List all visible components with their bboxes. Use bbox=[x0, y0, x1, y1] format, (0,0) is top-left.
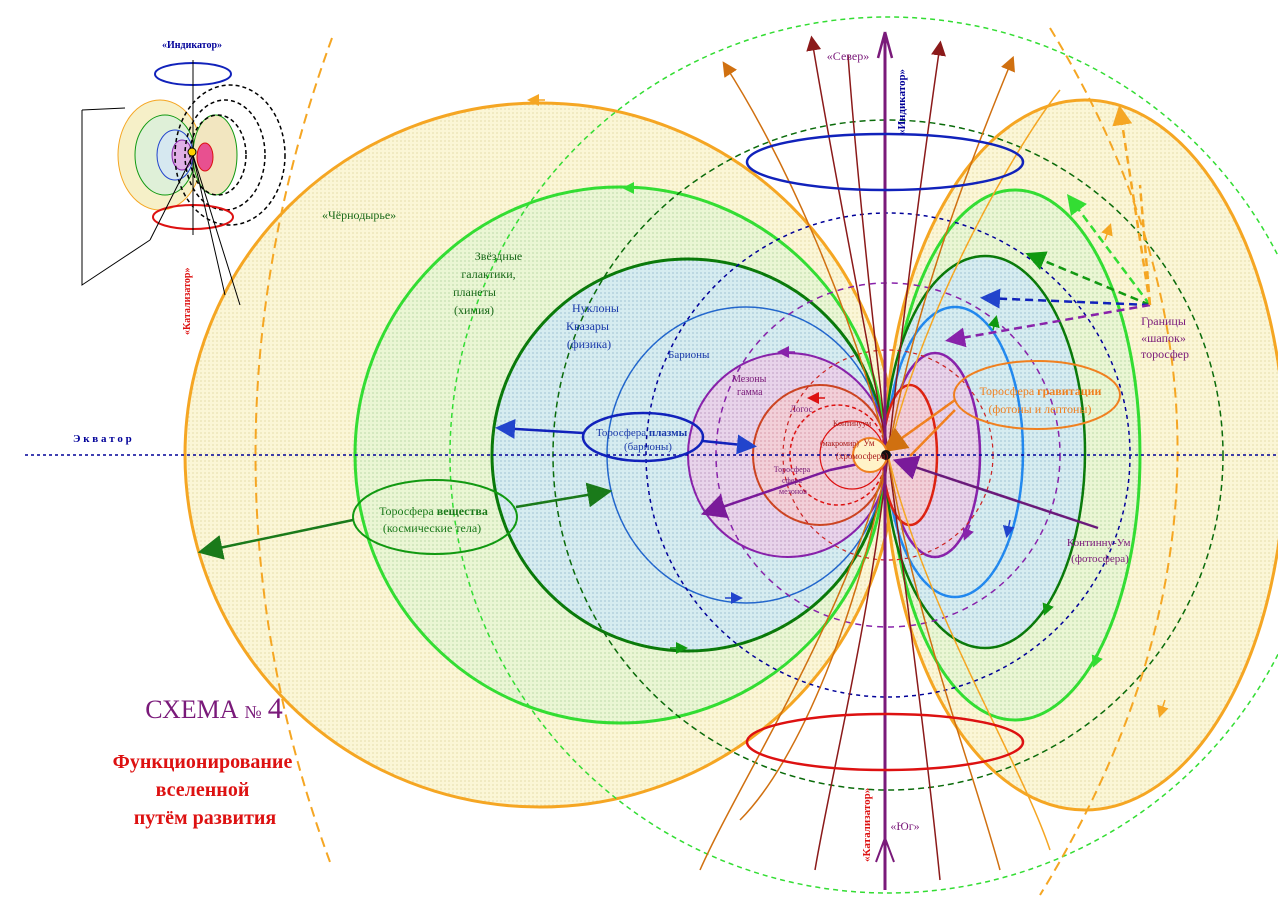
field-lines bbox=[699, 35, 1061, 881]
mesons-line-1: Мезоны bbox=[732, 374, 767, 385]
substance-oval-line-1: Торосфера вещества bbox=[379, 504, 488, 518]
north-arrowhead bbox=[876, 31, 894, 59]
plasma-oval-label: Торосфера плазмы (барионы) bbox=[596, 427, 690, 453]
logos-label: Логос bbox=[790, 404, 813, 414]
north-label: «Север» bbox=[827, 49, 869, 63]
equator-label: Э к в а т о р bbox=[73, 433, 132, 445]
kontinu-um-label: Континну-Ум (фотосфера) bbox=[1067, 537, 1133, 565]
photon-line-2: (хромосфера) bbox=[836, 451, 888, 461]
plasma-oval-line-2: (барионы) bbox=[624, 441, 672, 453]
scheme-title: СХЕМА № 4 bbox=[145, 692, 282, 725]
boundaries-line-2: «шапок» bbox=[1141, 331, 1186, 345]
kontinu-um-line-2: (фотосфера) bbox=[1071, 553, 1129, 565]
photon-label: Ум (хромосфера) bbox=[836, 438, 888, 461]
substance-oval-prefix: Торосфера bbox=[379, 504, 437, 518]
indicator-vertical-label: «Индикатор» bbox=[896, 69, 908, 135]
scheme-number-sign: № bbox=[245, 702, 262, 722]
continuum-line-2: (макромир) bbox=[820, 439, 859, 448]
torosfera-sfera-label: Торосфера сфера мезонов bbox=[774, 465, 812, 496]
boundaries-label: Границы «шапок» торосфер bbox=[1141, 314, 1189, 361]
south-label: «Юг» bbox=[890, 819, 919, 833]
kontinu-um-line-1: Континну-Ум bbox=[1067, 537, 1131, 549]
orange-dashed-arcs bbox=[254, 27, 1179, 896]
plasma-oval bbox=[581, 411, 705, 463]
scheme-word: СХЕМА bbox=[145, 695, 238, 724]
scheme-subtitle-line-2: вселенной bbox=[156, 779, 250, 801]
baryons-label: Барионы bbox=[668, 349, 710, 361]
oval-pointer-arrows bbox=[197, 398, 1099, 560]
substance-oval bbox=[352, 479, 518, 555]
scheme-subtitle-line-3: путём развития bbox=[134, 807, 277, 829]
text-labels: «Индикатор» «Катализатор» «Север» «Юг» «… bbox=[73, 40, 1189, 862]
gravitation-oval-prefix: Торосфера bbox=[980, 384, 1038, 398]
mesons-label: Мезоны гамма bbox=[732, 374, 769, 398]
torosfera-sfera-line-1: Торосфера bbox=[774, 465, 811, 474]
indicator-ring bbox=[745, 132, 1025, 192]
star-galaxies-label: Звёздные галактики, планеты (химия) bbox=[453, 249, 525, 317]
scheme-subtitle: Функционирование вселенной путём развити… bbox=[113, 751, 298, 829]
catalyst-ring bbox=[745, 712, 1025, 772]
nucleons-label: Нуклоны Квазары (физика) bbox=[566, 301, 622, 351]
catalyst-vertical-label: «Катализатор» bbox=[861, 788, 873, 862]
boundaries-line-1: Границы bbox=[1141, 314, 1186, 328]
nucleons-line-1: Нуклоны bbox=[572, 301, 619, 315]
substance-oval-bold: вещества bbox=[437, 504, 488, 518]
inset-indicator-label: «Индикатор» bbox=[162, 40, 222, 51]
center-dot bbox=[881, 450, 891, 460]
continuum-line-1: Континуум bbox=[833, 419, 871, 428]
continuum-label: Континуум (макромир) bbox=[820, 419, 873, 448]
boundaries-line-3: торосфер bbox=[1141, 347, 1189, 361]
inset-diagram bbox=[81, 60, 286, 306]
star-galaxies-line-4: (химия) bbox=[454, 303, 494, 317]
gravitation-oval-line-1: Торосфера гравитации bbox=[980, 384, 1102, 398]
star-galaxies-line-2: галактики, bbox=[461, 267, 515, 281]
nucleons-line-2: Квазары bbox=[566, 319, 609, 333]
boundary-arrows bbox=[945, 105, 1152, 348]
plasma-oval-line-1: Торосфера плазмы bbox=[596, 427, 688, 439]
flow-arrows bbox=[527, 94, 1169, 718]
nucleons-line-3: (физика) bbox=[567, 337, 611, 351]
plasma-oval-bold: плазмы bbox=[649, 427, 688, 439]
gravitation-oval-bold: гравитации bbox=[1037, 384, 1101, 398]
torosfera-sfera-line-2: сфера bbox=[782, 476, 802, 485]
chernodyrie-label: «Чёрнодырье» bbox=[322, 208, 396, 222]
plasma-oval-prefix: Торосфера bbox=[596, 427, 649, 439]
scheme-subtitle-line-1: Функционирование bbox=[113, 751, 293, 773]
scheme-number: 4 bbox=[268, 692, 283, 725]
substance-oval-line-2: (космические тела) bbox=[383, 521, 481, 535]
gravitation-oval bbox=[953, 360, 1121, 430]
south-arrowhead bbox=[875, 837, 895, 863]
gravitation-oval-label: Торосфера гравитации (фотоны и лептоны) bbox=[980, 384, 1105, 416]
photon-line-1: Ум bbox=[863, 438, 875, 448]
torosfera-sfera-line-3: мезонов bbox=[779, 487, 807, 496]
substance-oval-label: Торосфера вещества (космические тела) bbox=[379, 504, 491, 535]
gravitation-oval-line-2: (фотоны и лептоны) bbox=[989, 402, 1092, 416]
inset-catalyst-label: «Катализатор» bbox=[182, 268, 193, 335]
mesons-line-2: гамма bbox=[737, 387, 763, 398]
star-galaxies-line-1: Звёздные bbox=[475, 249, 522, 263]
star-galaxies-line-3: планеты bbox=[453, 285, 496, 299]
